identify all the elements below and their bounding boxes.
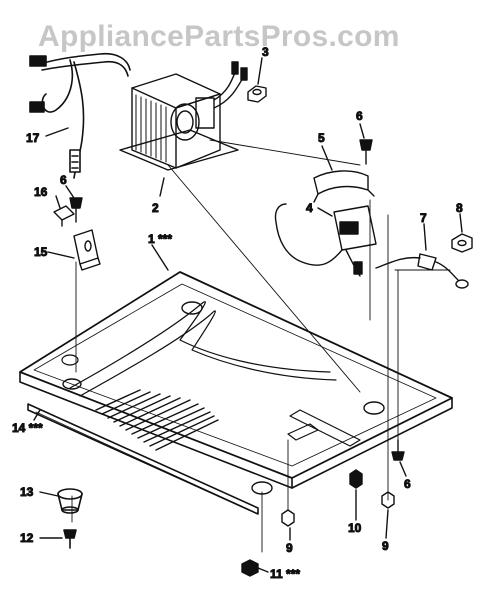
- capacitor: [274, 203, 377, 277]
- capacitor-clamp: [313, 170, 375, 203]
- callout-6-screw-top: 6: [356, 109, 363, 123]
- callout-3: 3: [262, 45, 269, 59]
- screw: [391, 439, 405, 461]
- callout-15: 15: [34, 245, 48, 259]
- guide-lines: [71, 139, 451, 553]
- callout-arrows: [33, 57, 463, 573]
- screw: [359, 139, 373, 165]
- callout-13: 13: [20, 485, 34, 499]
- nut: [241, 559, 259, 577]
- nut: [281, 509, 295, 527]
- wire-harness: [29, 52, 131, 179]
- callout-6-screw-bottom: 6: [404, 477, 411, 491]
- callout-7: 7: [420, 211, 427, 225]
- callout-12: 12: [20, 531, 34, 545]
- nut: [381, 491, 395, 509]
- mounting-bracket: [73, 229, 101, 271]
- callout-16: 16: [34, 185, 48, 199]
- foot: [57, 488, 83, 514]
- vent-slots: [95, 389, 219, 451]
- nut: [247, 85, 267, 103]
- callout-6-screw-left: 6: [60, 173, 67, 187]
- nut: [349, 469, 363, 489]
- callout-4: 4: [306, 201, 313, 215]
- callout-1: 1 ***: [148, 232, 172, 246]
- screw: [69, 197, 83, 223]
- callout-5: 5: [318, 131, 325, 145]
- callout-14: 14 ***: [12, 421, 43, 435]
- callout-10: 10: [348, 521, 362, 535]
- clip: [53, 205, 75, 227]
- callout-9-right: 9: [382, 539, 389, 553]
- watermark: AppliancePartsPros.com: [38, 20, 400, 53]
- callout-8: 8: [456, 201, 463, 215]
- callout-9-left: 9: [286, 541, 293, 555]
- base-plate: [19, 271, 453, 495]
- grommet: [451, 233, 473, 253]
- diode: [375, 253, 469, 289]
- callout-2: 2: [152, 201, 159, 215]
- front-rail: [27, 403, 259, 515]
- callout-labels: 1 *** 2 3 4 5 6 6 6 7 8 9 9 10 11 *** 12…: [12, 45, 464, 582]
- transformer: [119, 61, 248, 171]
- callout-11: 11 ***: [270, 567, 300, 581]
- callout-17: 17: [26, 131, 40, 145]
- screw: [63, 529, 77, 549]
